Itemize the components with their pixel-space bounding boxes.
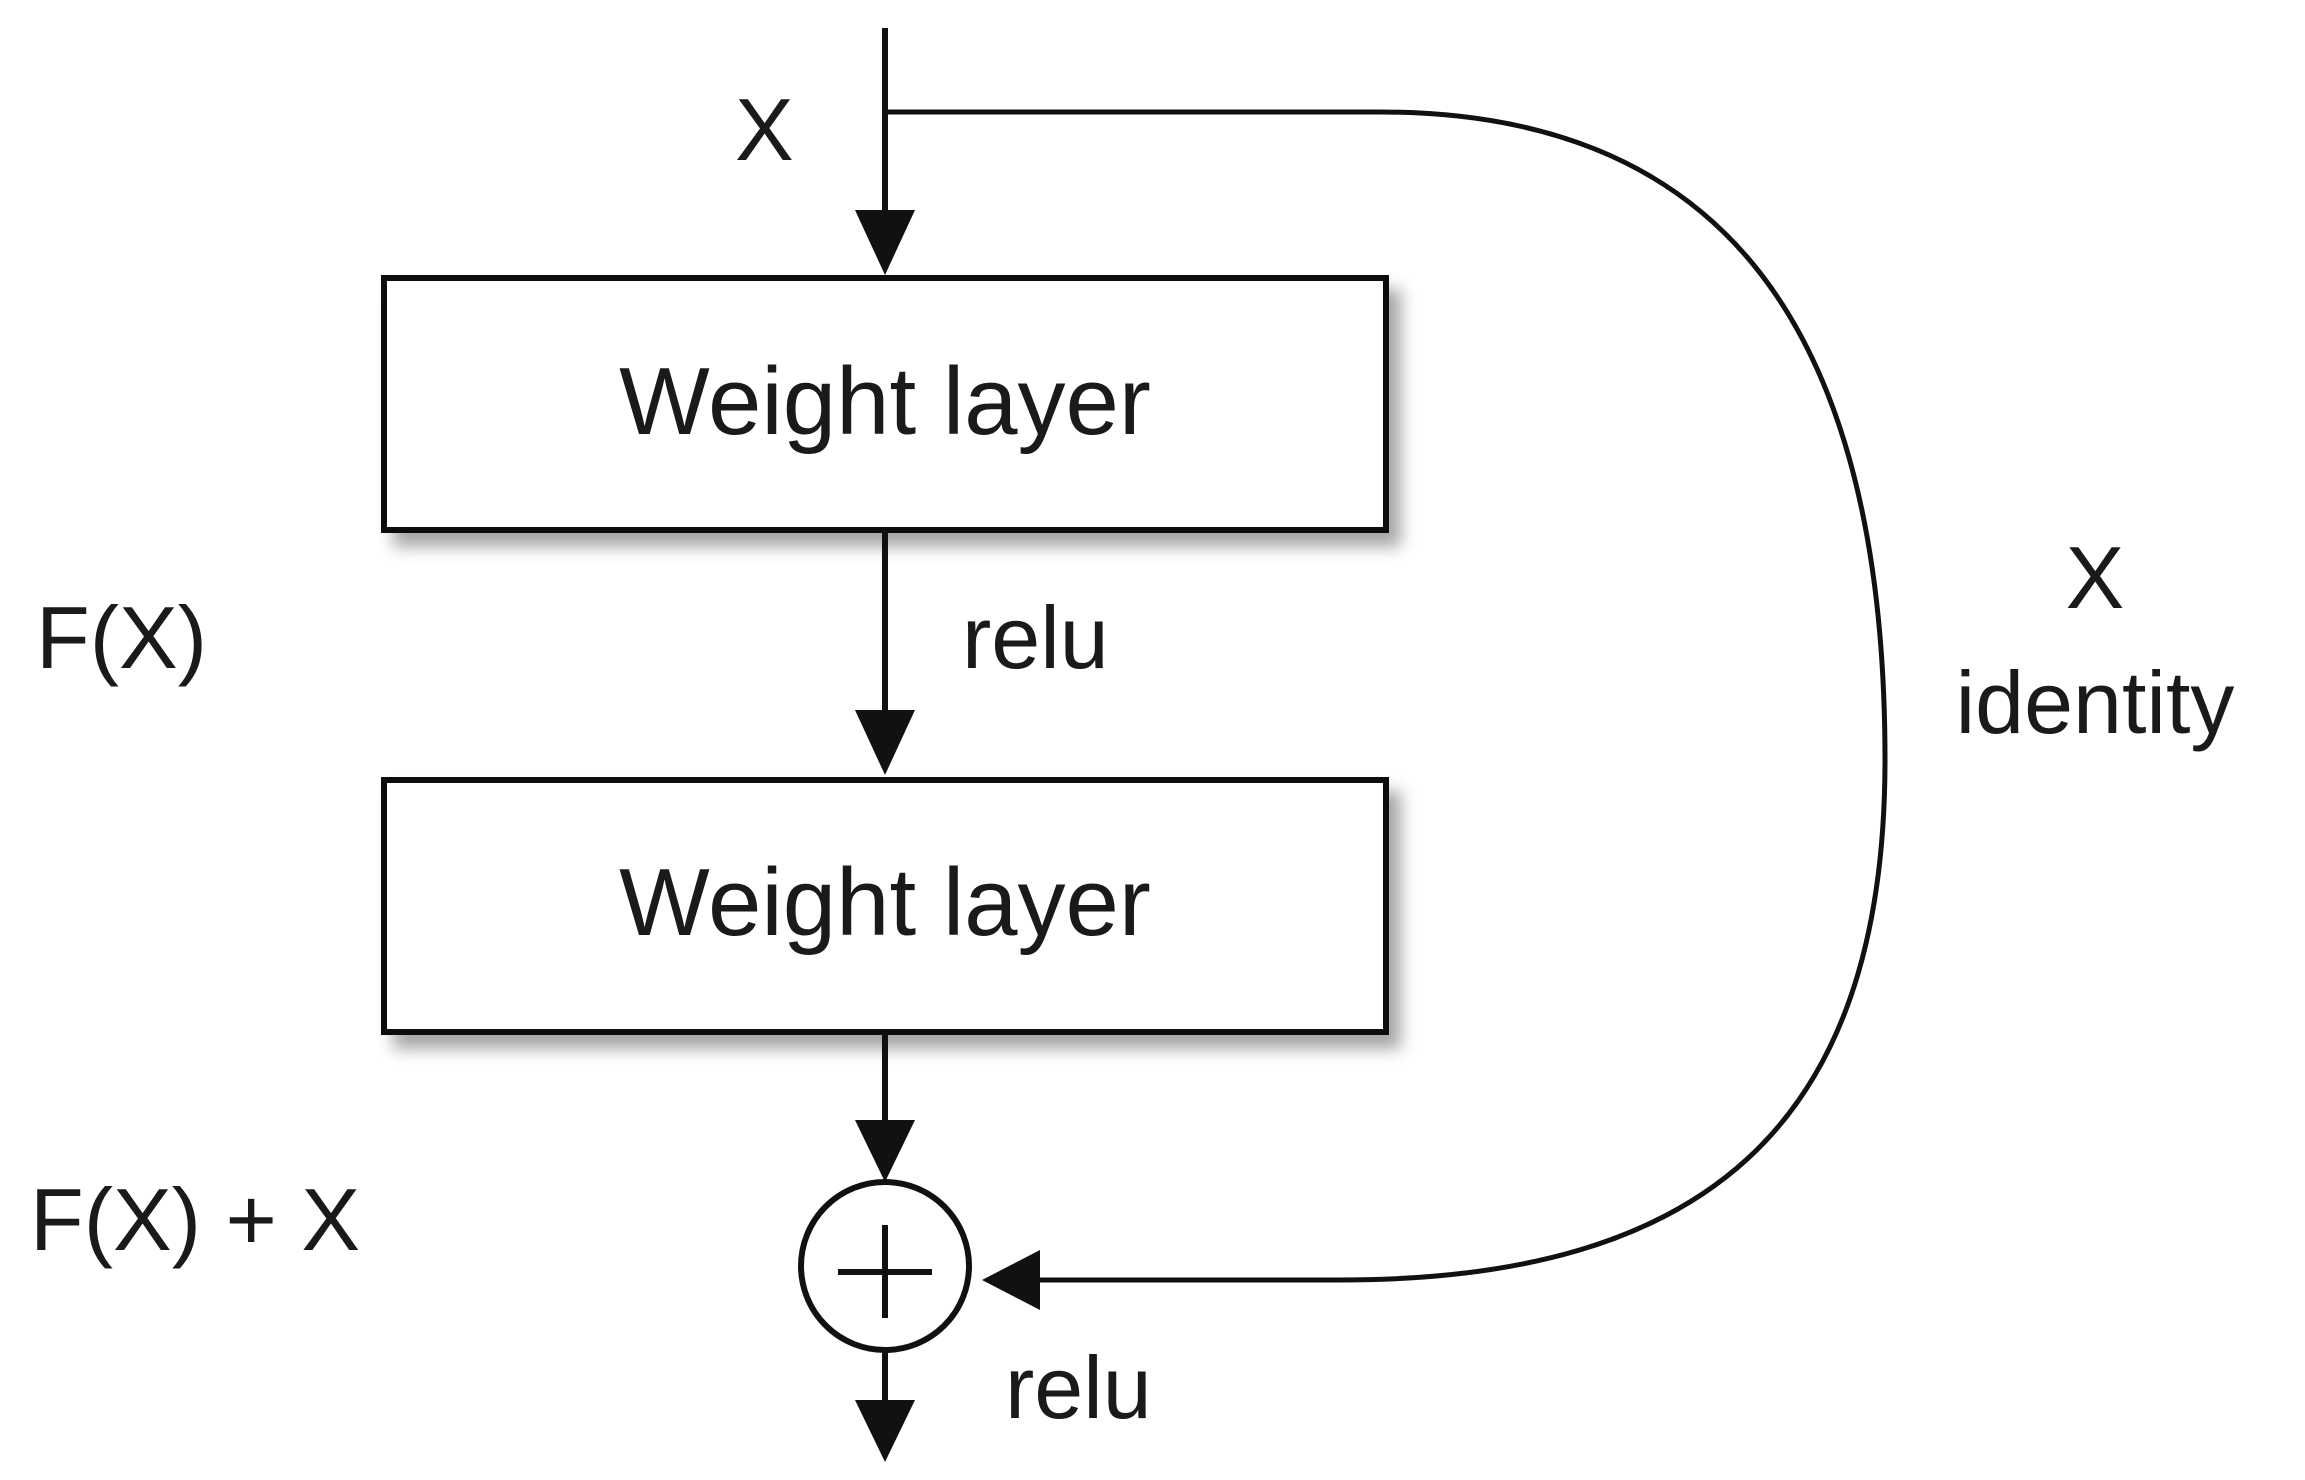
- shortcut-connection: [885, 109, 1888, 1283]
- residual-label: F(X): [36, 588, 207, 687]
- shortcut-label-x: X: [2066, 528, 2125, 627]
- weight-layer-box-1: [381, 275, 1389, 533]
- shortcut-arrowhead: [982, 1250, 1040, 1310]
- weight-layer-label-1: Weight layer: [619, 348, 1151, 455]
- relu-label-bottom: relu: [1005, 1338, 1152, 1437]
- relu-label-middle: relu: [962, 588, 1109, 687]
- weight-layer-box-2: [381, 777, 1389, 1035]
- input-arrowhead: [855, 210, 915, 275]
- output-arrowhead: [855, 1400, 915, 1462]
- input-label: X: [735, 80, 794, 179]
- sum-label: F(X) + X: [30, 1170, 360, 1269]
- weight-layer-label-2: Weight layer: [619, 849, 1151, 956]
- middle-arrowhead: [855, 710, 915, 775]
- sum-input-arrowhead: [855, 1120, 915, 1182]
- shortcut-label-identity: identity: [1956, 653, 2235, 752]
